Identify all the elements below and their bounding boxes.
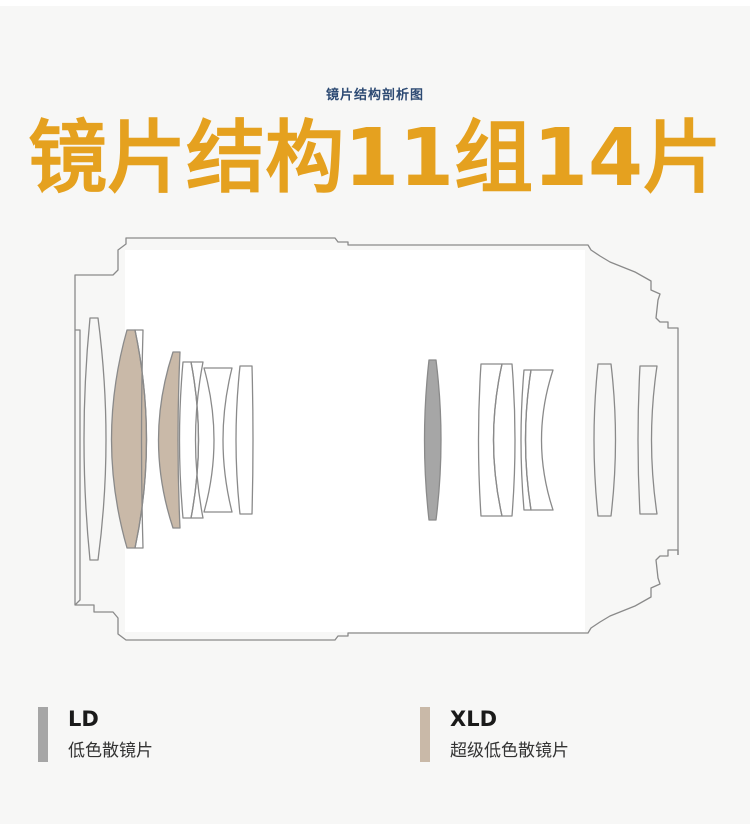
lens-cross-section-diagram [74, 237, 679, 641]
headline: 镜片结构11组14片 [28, 112, 722, 204]
legend-swatch-ld [38, 707, 48, 762]
element-9-ld [423, 359, 442, 521]
legend-name-ld: 低色散镜片 [68, 741, 153, 761]
diagram-subtitle: 镜片结构剖析图 [325, 88, 424, 103]
legend-swatch-xld [420, 707, 430, 762]
element-7 [203, 367, 233, 513]
element-14 [593, 363, 617, 517]
element-11 [492, 363, 516, 517]
legend-name-xld: 超级低色散镜片 [450, 741, 569, 761]
element-15 [637, 365, 658, 515]
element-1 [83, 317, 107, 561]
barrel-interior [125, 250, 585, 632]
element-3 [134, 329, 148, 549]
lens-elements [83, 317, 658, 561]
lens-barrel-outline [74, 237, 679, 641]
element-4-xld [157, 351, 181, 529]
element-6 [190, 361, 204, 519]
legend-code-ld: LD [68, 707, 99, 731]
element-13 [524, 369, 554, 511]
top-band [0, 0, 750, 6]
legend-code-xld: XLD [450, 707, 498, 731]
element-8 [235, 365, 254, 515]
